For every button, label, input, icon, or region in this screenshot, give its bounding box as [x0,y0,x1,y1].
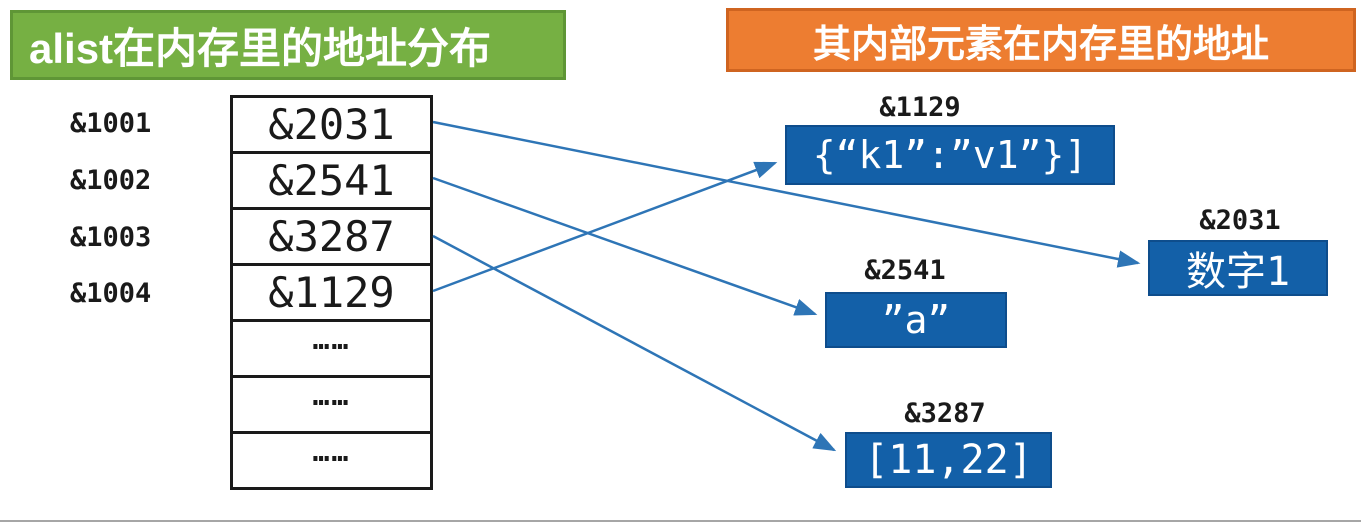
ellipsis-text: …… [312,379,351,412]
bottom-divider [0,520,1361,522]
left-section-title-text: alist在内存里的地址分布 [29,24,492,72]
address-label-1003: &1003 [70,222,152,253]
left-section-title: alist在内存里的地址分布 [10,10,566,80]
right-section-title: 其内部元素在内存里的地址 [726,8,1356,72]
address-label-1002: &1002 [70,165,152,196]
memory-cell-ellipsis-3: …… [233,434,430,487]
ellipsis-text: …… [312,323,351,356]
arrow-1129-to-dict [432,161,778,293]
object-address-2541: &2541 [864,255,946,286]
memory-cell-ellipsis-1: …… [233,322,430,378]
object-value-string: ”a” [825,292,1007,348]
arrow-3287-to-list [432,234,837,452]
memory-cell-ellipsis-2: …… [233,378,430,434]
object-value-dict-text: {“k1”:”v1”}] [812,133,1088,177]
arrow-2541-to-string [432,176,818,316]
ellipsis-text: …… [312,435,351,468]
memory-cell-2031: &2031 [233,98,430,154]
object-value-list: [11,22] [845,432,1052,488]
memory-cell-3287: &3287 [233,210,430,266]
object-address-2031: &2031 [1199,205,1281,236]
memory-cell-2541: &2541 [233,154,430,210]
right-section-title-text: 其内部元素在内存里的地址 [812,23,1269,66]
object-address-1129: &1129 [879,92,961,123]
object-value-dict: {“k1”:”v1”}] [785,125,1115,185]
object-value-number: 数字1 [1148,240,1328,296]
object-value-string-text: ”a” [881,298,951,342]
object-value-number-text: 数字1 [1185,249,1291,295]
address-label-1001: &1001 [70,108,152,139]
address-label-1004: &1004 [70,278,152,309]
memory-cell-1129: &1129 [233,266,430,322]
object-address-3287: &3287 [904,398,986,429]
memory-table: &2031 &2541 &3287 &1129 …… …… …… [230,95,433,490]
object-value-list-text: [11,22] [864,437,1033,483]
